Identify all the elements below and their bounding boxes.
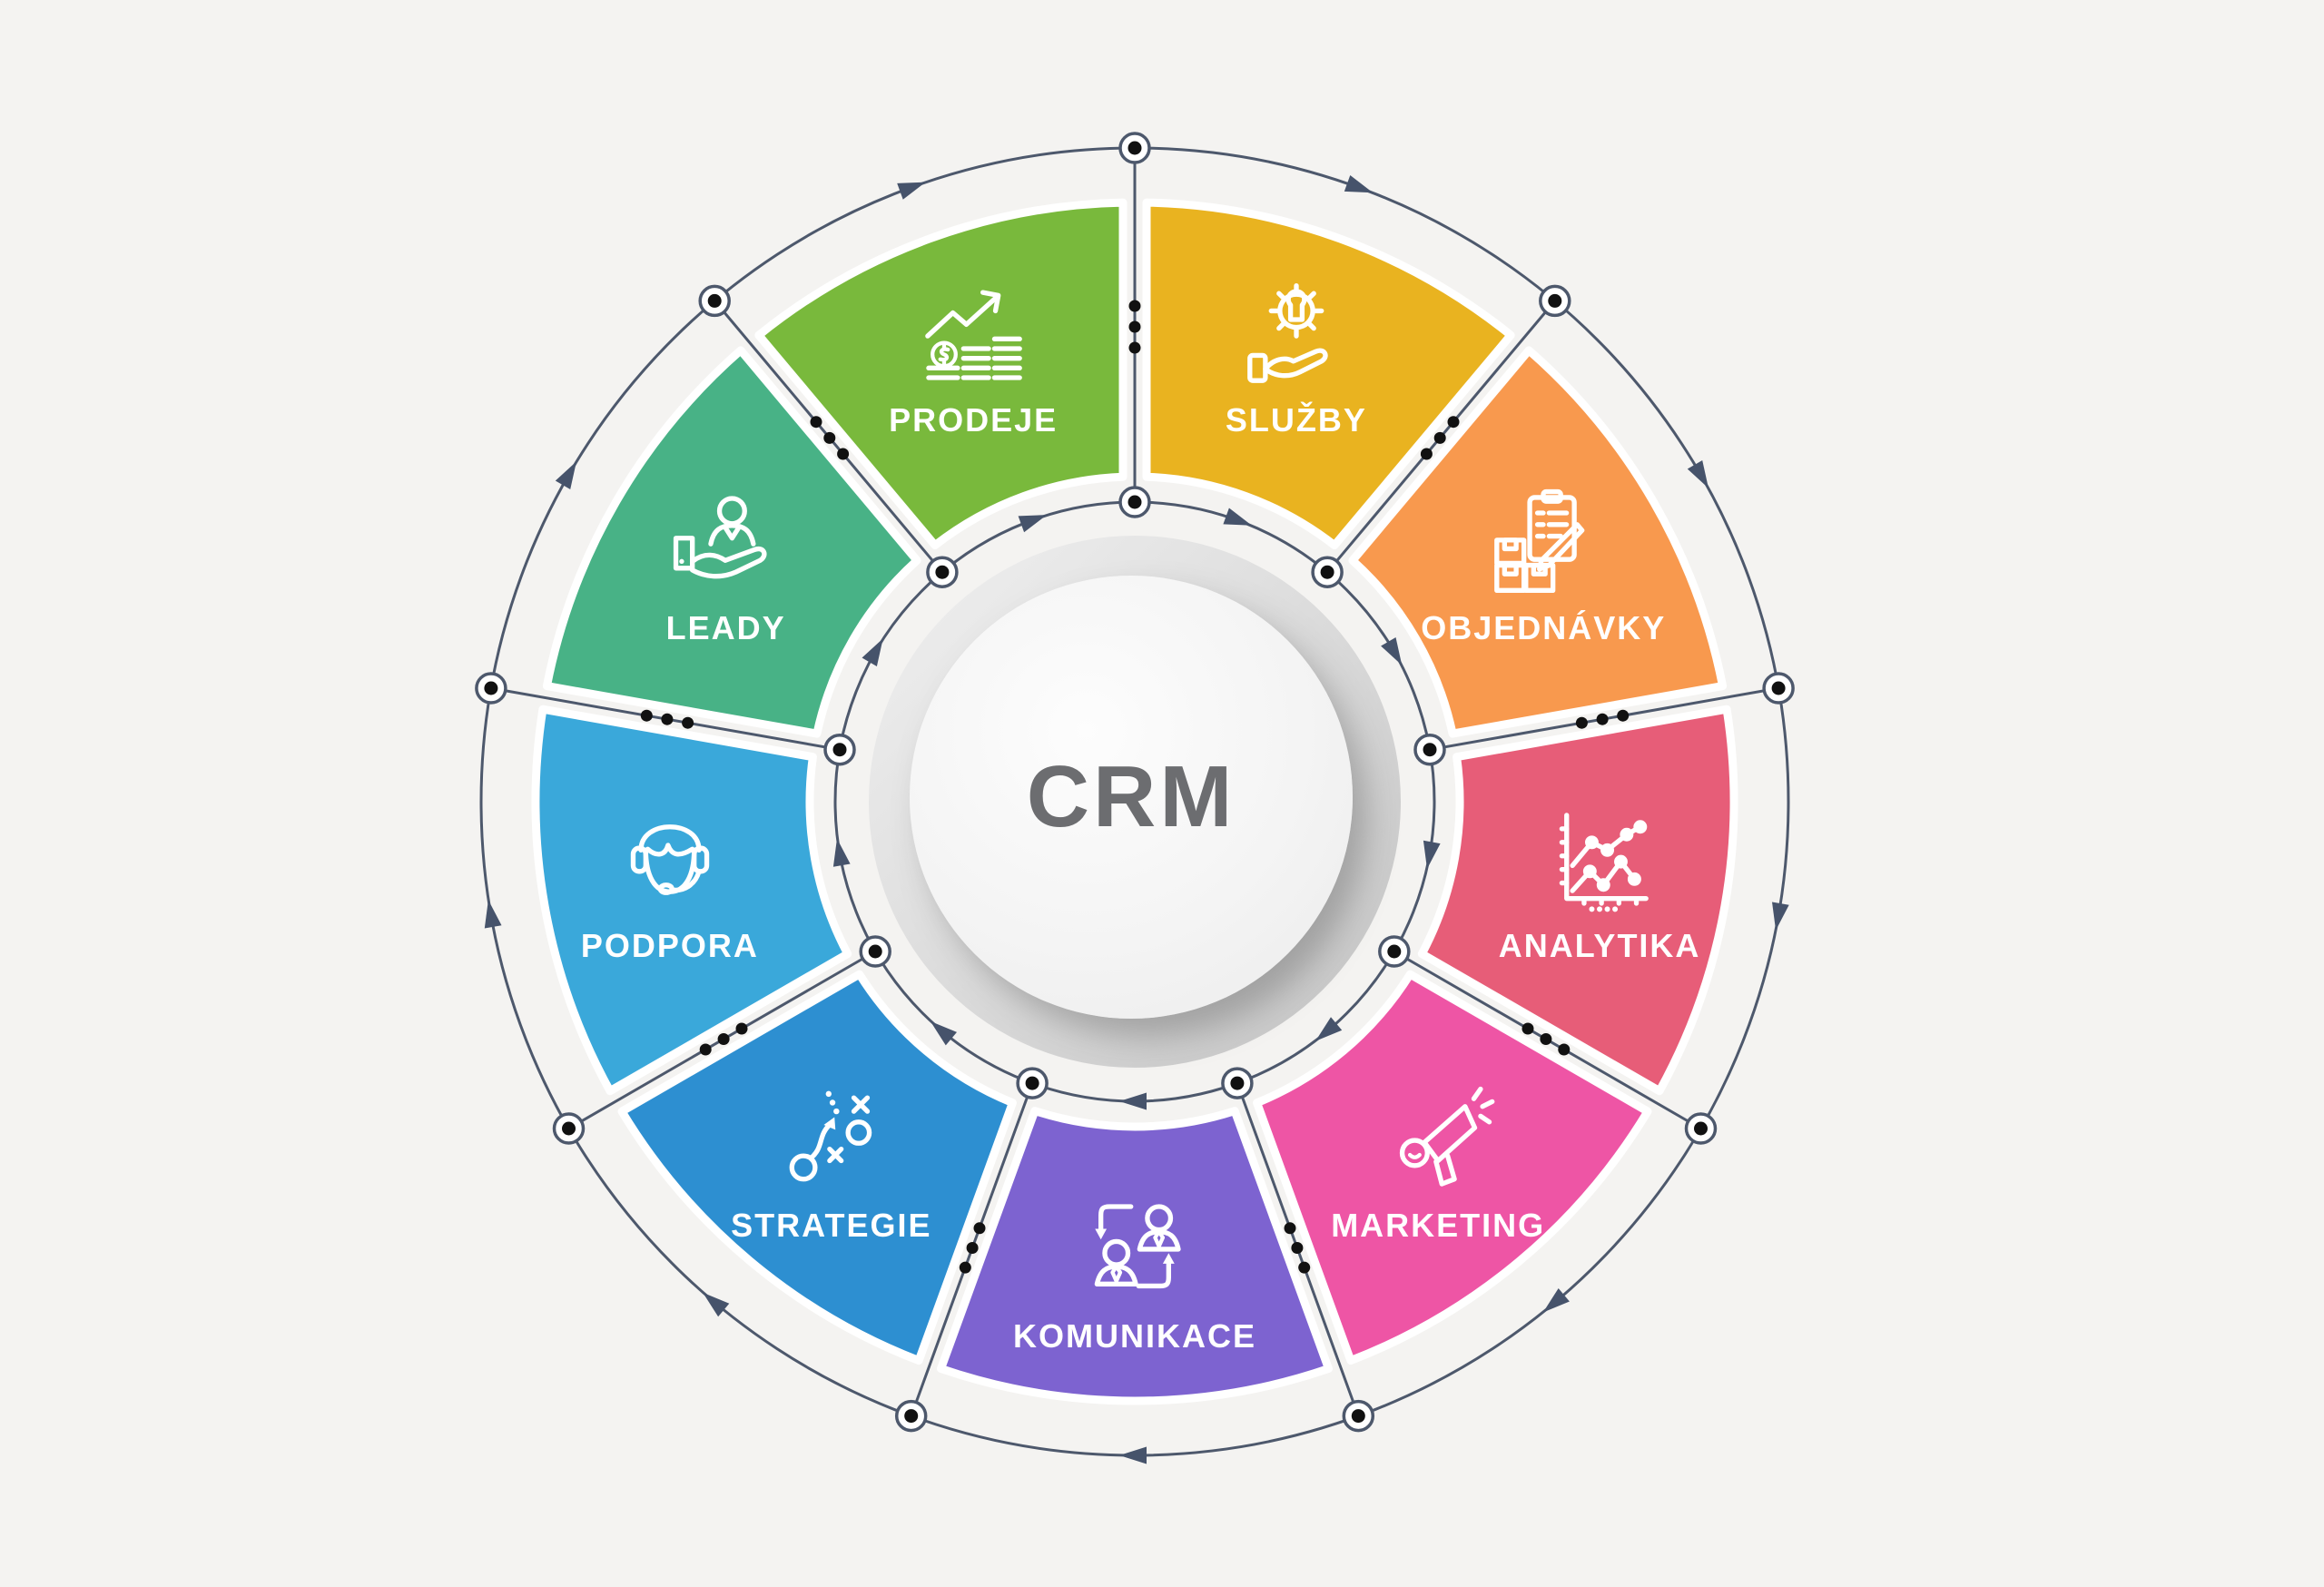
segment-label-podpora: PODPORA (580, 927, 759, 965)
segment-label-strategie: STRATEGIE (731, 1207, 932, 1245)
support-headset-icon (630, 824, 710, 896)
segment-objednavky (1348, 346, 1728, 738)
communication-people-icon (1094, 1204, 1181, 1289)
segment-stack-objednavky: OBJEDNÁVKY (1344, 484, 1743, 647)
segment-stack-leady: LEADY (527, 484, 926, 647)
separator-dot (1298, 1261, 1311, 1274)
ring-node-dot (1351, 1409, 1365, 1424)
separator-dot (1128, 300, 1141, 312)
separator-dot (1433, 431, 1446, 444)
segment-prodeje (754, 198, 1128, 550)
separator-dot (823, 431, 836, 444)
ring-node-dot (562, 1121, 576, 1136)
separator-dot (1558, 1043, 1571, 1056)
ring-node-dot (707, 293, 722, 308)
ring-node-dot (868, 944, 882, 959)
segment-stack-strategie: STRATEGIE (632, 1081, 1031, 1245)
segment-sluzby (1142, 198, 1515, 550)
separator-dot (1540, 1033, 1552, 1045)
separator-dot (682, 716, 694, 729)
flow-arrow-icon (1223, 508, 1252, 526)
segment-stack-sluzby: SLUŽBY (1097, 276, 1496, 439)
separator-dot (1596, 713, 1609, 725)
analytics-chart-icon (1559, 813, 1649, 912)
leads-hand-person-icon (673, 496, 767, 579)
orders-clipboard-icon (1494, 488, 1585, 593)
segment-stack-prodeje: PRODEJE (773, 276, 1173, 439)
ring-node-dot (1128, 141, 1142, 155)
ring-node-dot (1025, 1076, 1039, 1090)
segment-label-sluzby: SLUŽBY (1225, 401, 1367, 439)
separator-dot (1617, 709, 1630, 722)
ring-node-dot (1694, 1121, 1708, 1136)
flow-arrow-icon (1772, 902, 1789, 931)
flow-arrow-icon (1315, 1017, 1343, 1041)
segment-stack-podpora: PODPORA (470, 802, 870, 965)
ring-node-dot (935, 565, 950, 579)
ring-node-dot (1548, 293, 1562, 308)
ring-node-dot (1423, 743, 1437, 757)
separator-dot (735, 1022, 748, 1035)
marketing-megaphone-icon (1400, 1087, 1495, 1188)
flow-arrow-icon (1542, 1288, 1570, 1313)
separator-dot (1575, 716, 1588, 729)
ring-node-dot (484, 681, 498, 695)
separator-dot (1128, 341, 1141, 354)
segment-label-prodeje: PRODEJE (889, 401, 1059, 439)
segment-komunikace (937, 1107, 1333, 1405)
separator-dot (661, 713, 674, 725)
segment-label-leady: LEADY (665, 609, 786, 646)
flow-arrow-icon (703, 1292, 730, 1317)
segment-stack-analytika: ANALYTIKA (1400, 802, 1799, 965)
center-disc: CRM (910, 576, 1353, 1019)
separator-dot (959, 1261, 971, 1274)
segment-stack-marketing: MARKETING (1238, 1081, 1638, 1245)
segment-podpora (531, 705, 852, 1096)
separator-dot (810, 416, 822, 429)
flow-arrow-icon (1119, 1446, 1147, 1464)
separator-dot (973, 1222, 986, 1235)
strategy-plan-icon (789, 1090, 872, 1182)
separator-dot (1521, 1022, 1534, 1035)
ring-node-dot (1387, 944, 1402, 959)
flow-arrow-icon (1018, 515, 1048, 533)
flow-arrow-icon (1344, 175, 1374, 193)
flow-arrow-icon (832, 838, 851, 867)
separator-dot (640, 709, 653, 722)
segment-label-objednavky: OBJEDNÁVKY (1421, 609, 1667, 646)
separator-dot (699, 1043, 712, 1056)
ring-node-dot (1771, 681, 1786, 695)
separator-dot (1284, 1222, 1296, 1235)
flow-arrow-icon (1423, 840, 1441, 869)
flow-arrow-icon (1687, 460, 1709, 488)
separator-dot (717, 1033, 730, 1045)
separator-dot (837, 448, 850, 460)
flow-arrow-icon (1381, 637, 1403, 665)
services-gear-hand-icon (1247, 283, 1328, 384)
separator-dot (1128, 320, 1141, 333)
segment-label-komunikace: KOMUNIKACE (1013, 1317, 1256, 1355)
separator-dot (1291, 1242, 1304, 1254)
segment-label-marketing: MARKETING (1331, 1207, 1546, 1245)
flow-arrow-icon (930, 1020, 957, 1046)
ring-node-dot (904, 1409, 919, 1424)
flow-arrow-icon (484, 900, 502, 929)
segment-label-analytika: ANALYTIKA (1498, 927, 1701, 965)
sales-growth-icon (925, 290, 1022, 381)
flow-arrow-icon (897, 182, 926, 200)
ring-node-dot (1128, 495, 1142, 509)
flow-arrow-icon (1119, 1092, 1147, 1110)
separator-dot (1420, 448, 1433, 460)
flow-arrow-icon (555, 461, 576, 489)
segment-stack-komunikace: KOMUNIKACE (935, 1192, 1334, 1355)
flow-arrow-icon (862, 638, 883, 666)
separator-dot (966, 1242, 979, 1254)
separator-dot (1447, 416, 1460, 429)
segment-leady (542, 346, 921, 738)
ring-node-dot (832, 743, 847, 757)
ring-node-dot (1320, 565, 1334, 579)
ring-node-dot (1230, 1076, 1245, 1090)
center-title: CRM (1026, 748, 1236, 845)
